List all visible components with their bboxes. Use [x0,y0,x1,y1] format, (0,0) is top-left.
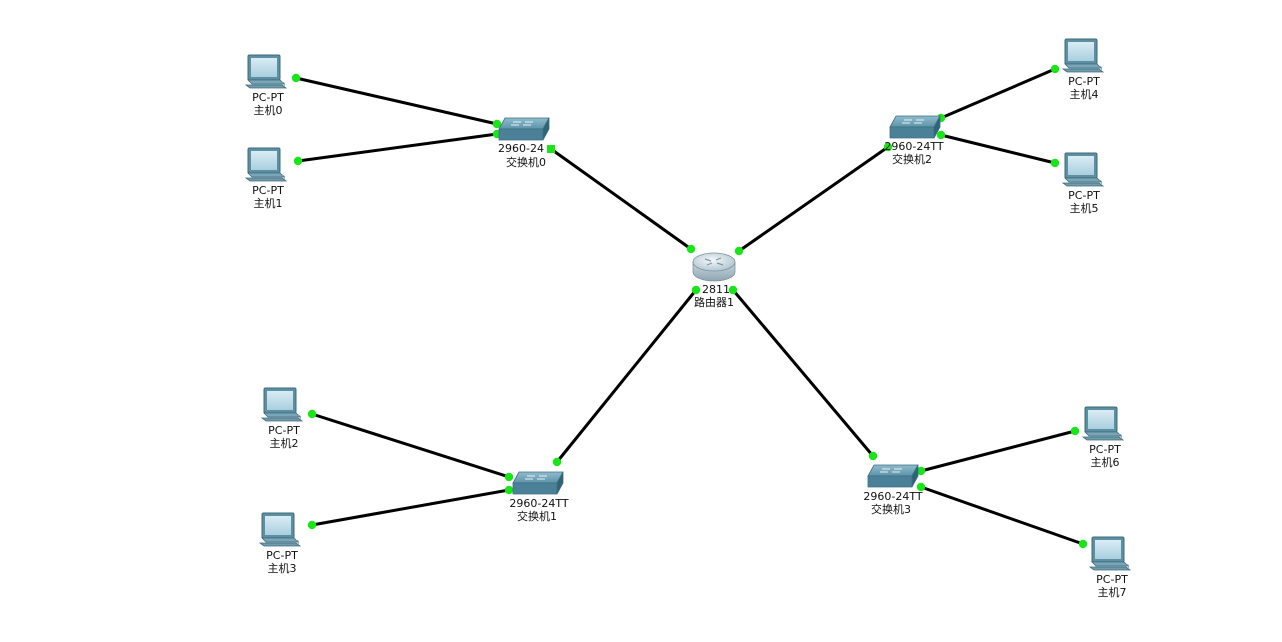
pc-icon [1062,152,1104,187]
switch-icon [512,471,564,495]
device-model: PC-PT [1089,443,1121,456]
switch-icon [498,117,550,141]
device-pc3[interactable]: PC-PT 主机3 [259,512,301,575]
device-pc4[interactable]: PC-PT 主机4 [1062,38,1104,101]
device-model: 2960-24TT [509,497,568,510]
port-light [291,73,301,83]
switch-icon [889,115,941,139]
links [294,67,1085,546]
port-light [691,285,701,295]
device-model: 2811 [702,283,730,296]
device-name: 主机7 [1098,585,1127,599]
pc-icon [1062,38,1104,73]
device-pc1[interactable]: PC-PT 主机1 [245,147,287,210]
device-name: 主机6 [1091,455,1120,469]
device-name: 主机3 [268,561,297,575]
device-model: PC-PT [1096,573,1128,586]
port-light [492,119,502,129]
port-light [552,457,562,467]
device-model: PC-PT [266,549,298,562]
device-name: 交换机0 [506,155,546,169]
link-sw2-router1[interactable] [737,145,890,253]
port-light [1050,64,1060,74]
device-model: PC-PT [1068,189,1100,202]
link-pc7-sw3[interactable] [919,485,1085,546]
device-sw0[interactable]: 2960-24 交换机0 [498,117,550,169]
device-pc5[interactable]: PC-PT 主机5 [1062,152,1104,215]
device-pc0[interactable]: PC-PT 主机0 [245,54,287,117]
device-model: PC-PT [1068,75,1100,88]
port-light [734,246,744,256]
port-light [307,409,317,419]
device-router1[interactable]: 2811 路由器1 [692,252,736,309]
link-sw3-router1[interactable] [731,288,875,458]
port-lights [291,64,1088,549]
router-icon [692,252,736,282]
port-light [883,142,893,152]
device-sw2[interactable]: 2960-24TT 交换机2 [884,115,944,166]
link-pc5-sw2[interactable] [939,133,1057,165]
port-light [1070,426,1080,436]
device-model: 2960-24TT [884,140,943,153]
device-name: 交换机1 [517,509,557,523]
device-name: 交换机3 [871,502,911,516]
device-sw3[interactable]: 2960-24TT 交换机3 [863,464,923,516]
pc-icon [259,512,301,547]
port-light [293,156,303,166]
device-name: 主机0 [254,103,283,117]
pc-icon [1082,406,1124,441]
port-light [936,130,946,140]
port-light [504,485,514,495]
link-pc0-sw0[interactable] [294,76,499,126]
port-light [868,451,878,461]
link-pc3-sw1[interactable] [310,488,511,527]
port-light [1050,158,1060,168]
pc-icon [245,147,287,182]
link-pc2-sw1[interactable] [310,412,511,479]
device-pc7[interactable]: PC-PT 主机7 [1089,536,1131,599]
port-light [916,482,926,492]
device-model: PC-PT [252,184,284,197]
device-name: 主机5 [1070,201,1099,215]
device-model: PC-PT [268,424,300,437]
device-pc2[interactable]: PC-PT 主机2 [261,387,303,450]
device-model: 2960-24 [498,142,544,155]
pc-icon [1089,536,1131,571]
port-light [1078,539,1088,549]
port-light [728,285,738,295]
device-model: PC-PT [252,91,284,104]
link-pc4-sw2[interactable] [939,67,1057,120]
device-name: 主机1 [254,196,283,210]
pc-icon [261,387,303,422]
device-name: 主机4 [1070,87,1099,101]
device-name: 路由器1 [694,295,734,309]
switch-icon [867,464,919,488]
device-sw1[interactable]: 2960-24TT 交换机1 [509,471,569,523]
link-pc1-sw0[interactable] [296,132,499,163]
port-light [504,472,514,482]
port-light [686,244,696,254]
link-pc6-sw3[interactable] [919,429,1077,473]
port-light [547,145,555,153]
device-name: 主机2 [270,436,299,450]
link-sw0-router1[interactable] [549,147,693,251]
port-light [916,466,926,476]
port-light [307,520,317,530]
device-name: 交换机2 [892,152,932,166]
device-pc6[interactable]: PC-PT 主机6 [1082,406,1124,469]
pc-icon [245,54,287,89]
device-model: 2960-24TT [863,490,922,503]
link-sw1-router1[interactable] [555,288,698,464]
